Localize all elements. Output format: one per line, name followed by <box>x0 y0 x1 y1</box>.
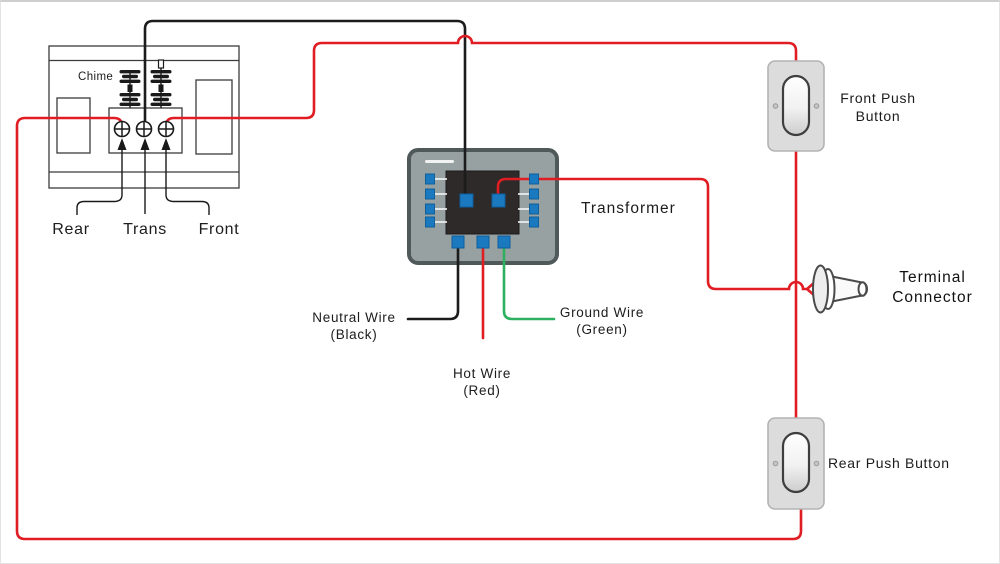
ground-wire-label-line2: (Green) <box>576 322 628 337</box>
front-push-button-icon <box>767 60 825 152</box>
red-wire-chime-to-rear-button <box>15 116 803 541</box>
hot-wire-label-line1: Hot Wire <box>452 366 512 381</box>
terminal-connector-icon <box>812 264 868 314</box>
neutral-wire-label-line2: (Black) <box>330 327 378 342</box>
rear-push-button-label: Rear Push Button <box>828 455 950 471</box>
screw-terminal-rear-icon <box>113 120 131 138</box>
front-push-button-label-line1: Front Push <box>840 90 916 106</box>
chime-screw-terminals <box>113 120 175 138</box>
neutral-wire <box>406 240 460 321</box>
screw-terminal-trans-icon <box>135 120 153 138</box>
terminal-connector-label: Terminal Connector <box>862 268 999 308</box>
neutral-wire-label-line1: Neutral Wire <box>312 310 396 325</box>
ground-wire-label-line1: Ground Wire <box>559 305 645 320</box>
terminal-connector-label-line1: Terminal <box>899 269 966 286</box>
chime-striker-icon <box>119 59 172 108</box>
chime-terminal-label-front: Front <box>198 221 240 238</box>
chime-terminal-label-trans: Trans <box>123 221 167 238</box>
black-wire-chime-to-transformer <box>143 19 467 201</box>
rear-push-button-icon <box>767 417 825 510</box>
front-push-button-label-line2: Button <box>855 108 901 124</box>
transformer-label: Transformer <box>581 200 676 217</box>
chime-terminal-label-rear: Rear <box>52 221 90 238</box>
red-wire-chime-to-front-button <box>164 34 798 130</box>
front-push-button-label: Front Push Button <box>818 89 938 125</box>
ground-wire-label: Ground Wire (Green) <box>542 304 662 338</box>
hot-wire-label-line2: (Red) <box>463 383 501 398</box>
screw-terminal-front-icon <box>157 120 175 138</box>
neutral-wire-label: Neutral Wire (Black) <box>294 309 414 343</box>
terminal-pointer-arrows <box>76 138 210 215</box>
transformer-terminals <box>425 173 539 249</box>
terminal-connector-label-line2: Connector <box>892 289 973 306</box>
ground-wire <box>502 240 556 321</box>
chime-label: Chime <box>78 71 114 83</box>
hot-wire-label: Hot Wire (Red) <box>422 365 542 399</box>
